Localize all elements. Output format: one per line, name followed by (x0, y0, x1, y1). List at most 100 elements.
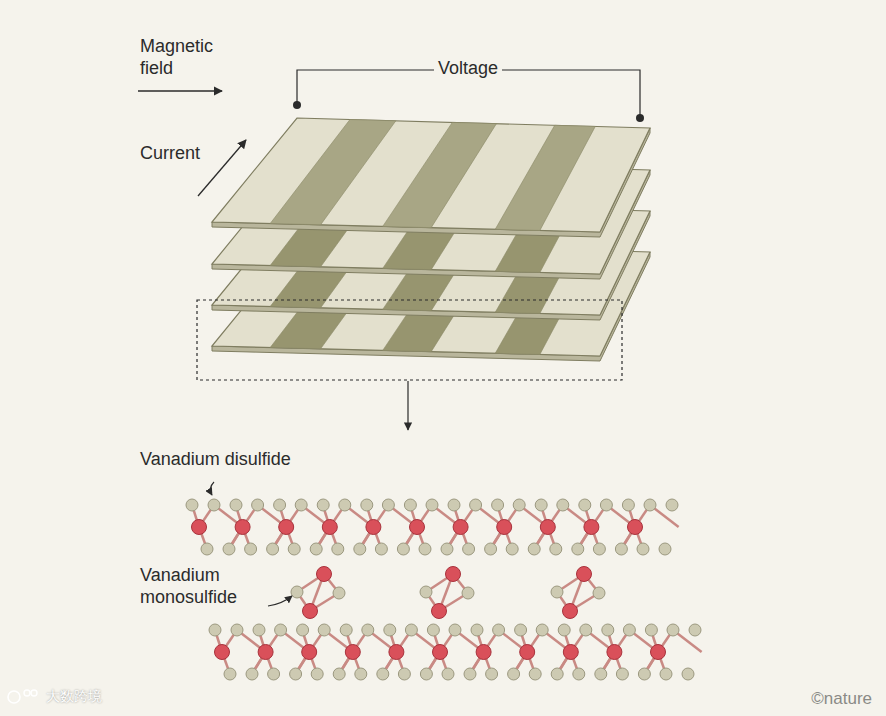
sulfur-atom (420, 586, 432, 598)
sulfur-atom (508, 668, 520, 680)
sulfur-atom (529, 668, 541, 680)
sulfur-atom (186, 499, 198, 511)
vanadium-atom (520, 645, 535, 660)
sulfur-atom (464, 668, 476, 680)
vanadium-atom (584, 520, 599, 535)
sulfur-atom (551, 586, 563, 598)
vanadium-atom (410, 520, 425, 535)
sulfur-atom (317, 499, 329, 511)
sulfur-atom (579, 499, 591, 511)
sulfur-atom (595, 668, 607, 680)
vanadium-atom (651, 645, 666, 660)
sulfur-atom (689, 624, 701, 636)
sulfur-atom (311, 668, 323, 680)
sulfur-atom (333, 587, 345, 599)
sulfur-atom (551, 668, 563, 680)
vanadium-atom (497, 520, 512, 535)
leader-line (210, 482, 214, 495)
sulfur-atom (201, 543, 213, 555)
sulfur-atom (340, 624, 352, 636)
sulfur-atom (557, 499, 569, 511)
sulfur-atom (536, 624, 548, 636)
vs-stripe (495, 125, 595, 230)
sulfur-atom (274, 499, 286, 511)
sulfur-atom (448, 499, 460, 511)
watermark-logo (8, 690, 37, 703)
layer (212, 118, 650, 237)
sulfur-atom (290, 668, 302, 680)
sulfur-atom (528, 543, 540, 555)
sulfur-atom (660, 668, 672, 680)
vanadium-atom (476, 645, 491, 660)
sulfur-atom (382, 499, 394, 511)
watermark: 大数跨境 (46, 688, 102, 705)
sulfur-atom (645, 624, 657, 636)
sulfur-atom (442, 668, 454, 680)
vs-stripe (383, 122, 497, 227)
sulfur-atom (550, 543, 562, 555)
sulfur-atom (616, 668, 628, 680)
contact-dot (293, 101, 301, 109)
sulfur-atom (602, 624, 614, 636)
sulfur-atom (267, 543, 279, 555)
vanadium-atom (317, 567, 332, 582)
sulfur-atom (405, 624, 417, 636)
vanadium-atom (345, 645, 360, 660)
sulfur-atom (659, 543, 671, 555)
contact-dot (636, 114, 644, 122)
sulfur-atom (644, 499, 656, 511)
vanadium-atom (563, 604, 578, 619)
sulfur-atom (310, 543, 322, 555)
sulfur-atom (427, 624, 439, 636)
sulfur-atom (572, 543, 584, 555)
sulfur-atom (230, 499, 242, 511)
sulfur-atom (333, 668, 345, 680)
sulfur-atom (332, 543, 344, 555)
sulfur-atom (615, 543, 627, 555)
vs2-layer (212, 118, 650, 232)
sulfur-atom (297, 624, 309, 636)
vanadium-atom (628, 520, 643, 535)
sulfur-atom (361, 499, 373, 511)
sulfur-atom (623, 624, 635, 636)
sulfur-atom (208, 499, 220, 511)
sulfur-atom (362, 624, 374, 636)
crystal-structure (186, 499, 702, 680)
leader-line (268, 596, 292, 606)
sulfur-atom (426, 499, 438, 511)
sulfur-atom (318, 624, 330, 636)
sulfur-atom (355, 668, 367, 680)
vs-stripe (270, 120, 396, 225)
vanadium-atom (258, 645, 273, 660)
vanadium-atom (302, 645, 317, 660)
sulfur-atom (580, 624, 592, 636)
current-arrow (198, 140, 246, 196)
sulfur-atom (419, 543, 431, 555)
sulfur-atom (441, 543, 453, 555)
molecule-label: Vanadium disulfide (140, 449, 291, 471)
sulfur-atom (667, 624, 679, 636)
sulfur-atom (209, 624, 221, 636)
sulfur-atom (377, 668, 389, 680)
field-label: Magnetic field (140, 36, 240, 79)
sulfur-atom (420, 668, 432, 680)
sulfur-atom (288, 543, 300, 555)
sulfur-atom (593, 543, 605, 555)
sulfur-atom (513, 499, 525, 511)
current-label: Current (140, 143, 200, 165)
sulfur-atom (638, 668, 650, 680)
sulfur-atom (384, 624, 396, 636)
vanadium-atom (389, 645, 404, 660)
credit: ©nature (811, 689, 872, 709)
sulfur-atom (558, 624, 570, 636)
sulfur-atom (515, 624, 527, 636)
sulfur-atom (354, 543, 366, 555)
sulfur-atom (224, 668, 236, 680)
sulfur-atom (666, 499, 678, 511)
zoom-box (197, 300, 622, 380)
sulfur-atom (245, 543, 257, 555)
sulfur-atom (223, 543, 235, 555)
sulfur-atom (397, 543, 409, 555)
